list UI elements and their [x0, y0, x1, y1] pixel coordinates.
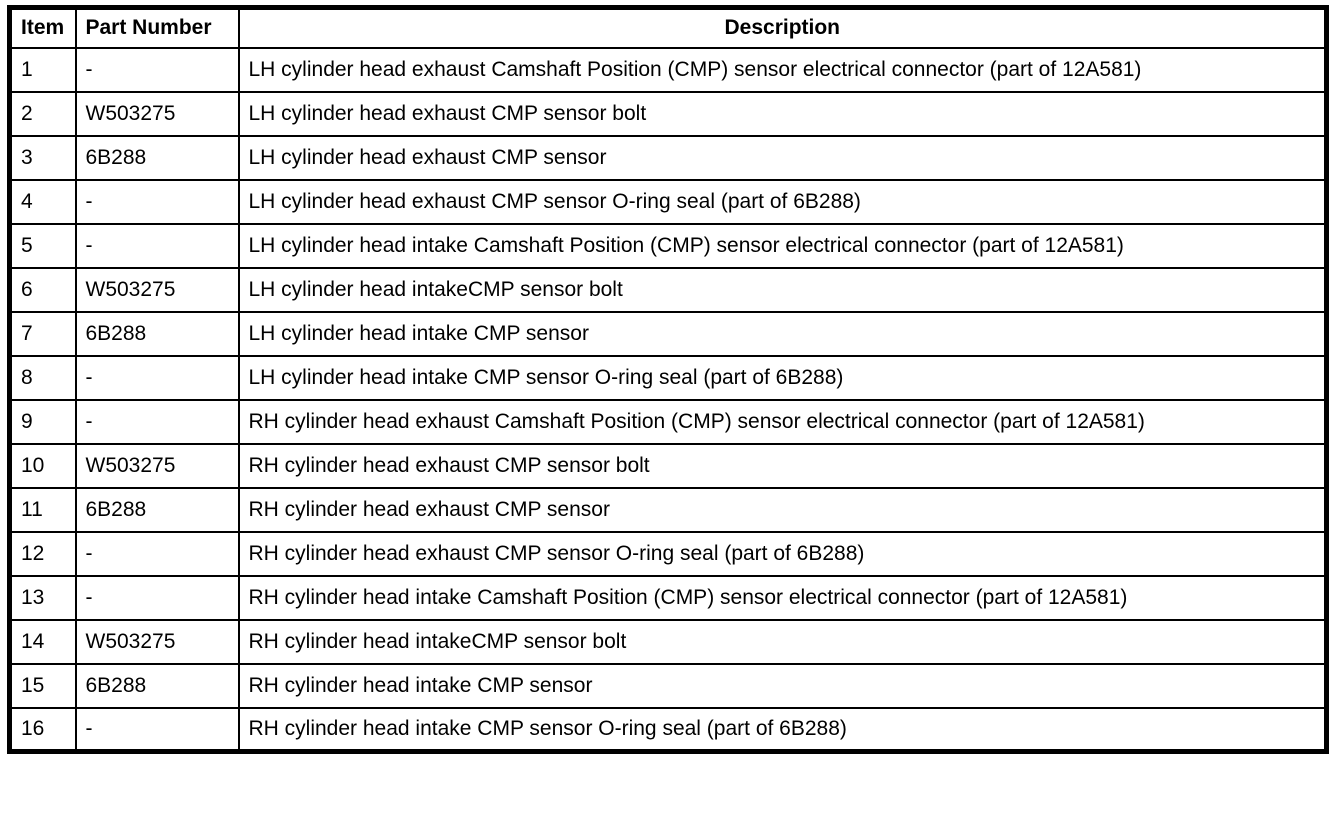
table-row: 16-RH cylinder head intake CMP sensor O-…	[8, 706, 1328, 753]
description-cell: RH cylinder head exhaust Camshaft Positi…	[237, 398, 1328, 445]
description-cell: LH cylinder head exhaust Camshaft Positi…	[237, 46, 1328, 93]
table-row: 9-RH cylinder head exhaust Camshaft Posi…	[8, 398, 1328, 445]
table-body: 1-LH cylinder head exhaust Camshaft Posi…	[8, 46, 1328, 753]
description-cell: LH cylinder head exhaust CMP sensor bolt	[237, 90, 1328, 137]
description-cell: RH cylinder head intake Camshaft Positio…	[237, 574, 1328, 621]
item-cell: 5	[8, 222, 77, 269]
header-description: Description	[237, 6, 1328, 49]
item-cell: 2	[8, 90, 77, 137]
item-cell: 7	[8, 310, 77, 357]
part-number-cell: -	[74, 222, 240, 269]
description-cell: LH cylinder head intakeCMP sensor bolt	[237, 266, 1328, 313]
part-number-cell: -	[74, 398, 240, 445]
table-row: 13-RH cylinder head intake Camshaft Posi…	[8, 574, 1328, 621]
header-row: Item Part Number Description	[8, 6, 1328, 49]
item-cell: 4	[8, 178, 77, 225]
table-row: 4-LH cylinder head exhaust CMP sensor O-…	[8, 178, 1328, 225]
item-cell: 14	[8, 618, 77, 665]
table-row: 12-RH cylinder head exhaust CMP sensor O…	[8, 530, 1328, 577]
description-cell: RH cylinder head intake CMP sensor O-rin…	[237, 706, 1328, 753]
item-cell: 6	[8, 266, 77, 313]
part-number-cell: 6B288	[74, 486, 240, 533]
description-cell: RH cylinder head exhaust CMP sensor O-ri…	[237, 530, 1328, 577]
item-cell: 11	[8, 486, 77, 533]
description-cell: LH cylinder head intake CMP sensor O-rin…	[237, 354, 1328, 401]
description-cell: LH cylinder head exhaust CMP sensor	[237, 134, 1328, 181]
item-cell: 1	[8, 46, 77, 93]
description-cell: LH cylinder head intake Camshaft Positio…	[237, 222, 1328, 269]
table-row: 8-LH cylinder head intake CMP sensor O-r…	[8, 354, 1328, 401]
part-number-cell: -	[74, 178, 240, 225]
part-number-cell: W503275	[74, 266, 240, 313]
item-cell: 9	[8, 398, 77, 445]
description-cell: LH cylinder head intake CMP sensor	[237, 310, 1328, 357]
header-part-number: Part Number	[74, 6, 240, 49]
part-number-cell: -	[74, 354, 240, 401]
description-cell: LH cylinder head exhaust CMP sensor O-ri…	[237, 178, 1328, 225]
item-cell: 15	[8, 662, 77, 709]
item-cell: 16	[8, 706, 77, 753]
part-number-cell: 6B288	[74, 134, 240, 181]
document-page: Item Part Number Description 1-LH cylind…	[7, 5, 1329, 754]
part-number-cell: -	[74, 46, 240, 93]
part-number-cell: -	[74, 706, 240, 753]
description-cell: RH cylinder head intakeCMP sensor bolt	[237, 618, 1328, 665]
part-number-cell: -	[74, 574, 240, 621]
part-number-cell: W503275	[74, 618, 240, 665]
part-number-cell: 6B288	[74, 310, 240, 357]
table-row: 5-LH cylinder head intake Camshaft Posit…	[8, 222, 1328, 269]
part-number-cell: W503275	[74, 90, 240, 137]
part-number-cell: -	[74, 530, 240, 577]
table-row: 1-LH cylinder head exhaust Camshaft Posi…	[8, 46, 1328, 93]
header-item: Item	[8, 6, 77, 49]
part-number-cell: 6B288	[74, 662, 240, 709]
item-cell: 8	[8, 354, 77, 401]
description-cell: RH cylinder head exhaust CMP sensor	[237, 486, 1328, 533]
item-cell: 13	[8, 574, 77, 621]
parts-table: Item Part Number Description 1-LH cylind…	[7, 5, 1329, 754]
item-cell: 10	[8, 442, 77, 489]
item-cell: 3	[8, 134, 77, 181]
description-cell: RH cylinder head exhaust CMP sensor bolt	[237, 442, 1328, 489]
description-cell: RH cylinder head intake CMP sensor	[237, 662, 1328, 709]
item-cell: 12	[8, 530, 77, 577]
part-number-cell: W503275	[74, 442, 240, 489]
